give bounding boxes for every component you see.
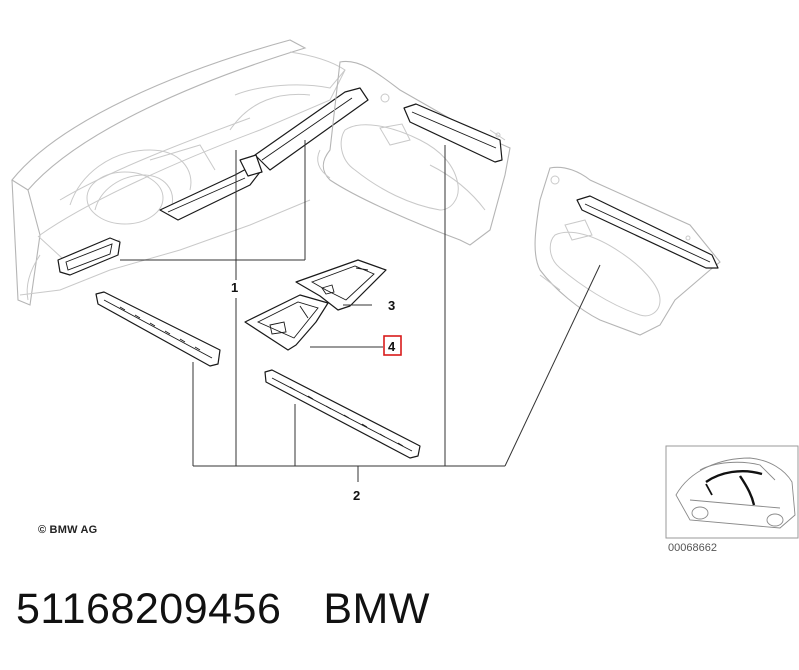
part-number-line: 51168209456 BMW: [16, 585, 430, 634]
console-trim-part-4: [244, 294, 329, 351]
sill-strip-upper: [95, 291, 221, 367]
rear-door-outline: [534, 166, 721, 336]
sill-strip-lower: [264, 369, 421, 459]
brand-name: BMW: [323, 585, 430, 633]
callout-4-highlight-box: [383, 335, 402, 356]
copyright-notice: © BMW AG: [38, 524, 98, 536]
callout-4: 4: [388, 339, 396, 354]
car-thumbnail: [665, 445, 799, 539]
callout-3: 3: [388, 298, 395, 313]
shift-trim-part-3: [295, 259, 387, 311]
callout-1: 1: [231, 280, 238, 295]
front-door-trim: [403, 103, 503, 163]
leader-lines: [120, 140, 601, 482]
part-number: 51168209456: [16, 585, 282, 633]
front-door-outline: [317, 60, 511, 246]
callout-2: 2: [353, 488, 360, 503]
dashboard-trim-strip: [57, 87, 369, 276]
reference-code: 00068662: [668, 542, 717, 554]
rear-door-trim: [576, 195, 719, 269]
